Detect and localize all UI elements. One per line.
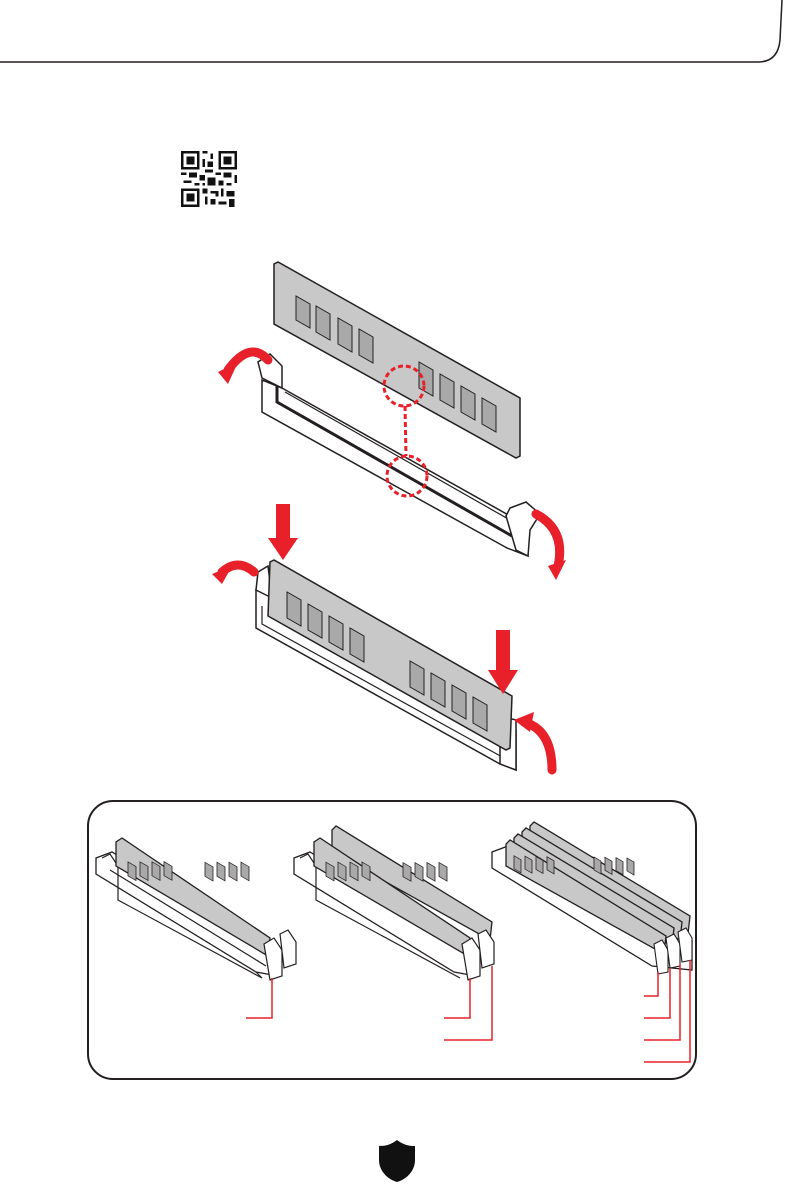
shield-icon <box>377 1138 417 1184</box>
latch-open-arrow-right-head <box>548 560 566 580</box>
memory-configuration-panel <box>87 800 697 1080</box>
latch-open-arrow-right <box>536 514 560 566</box>
press-down-arrow-left <box>268 504 298 560</box>
